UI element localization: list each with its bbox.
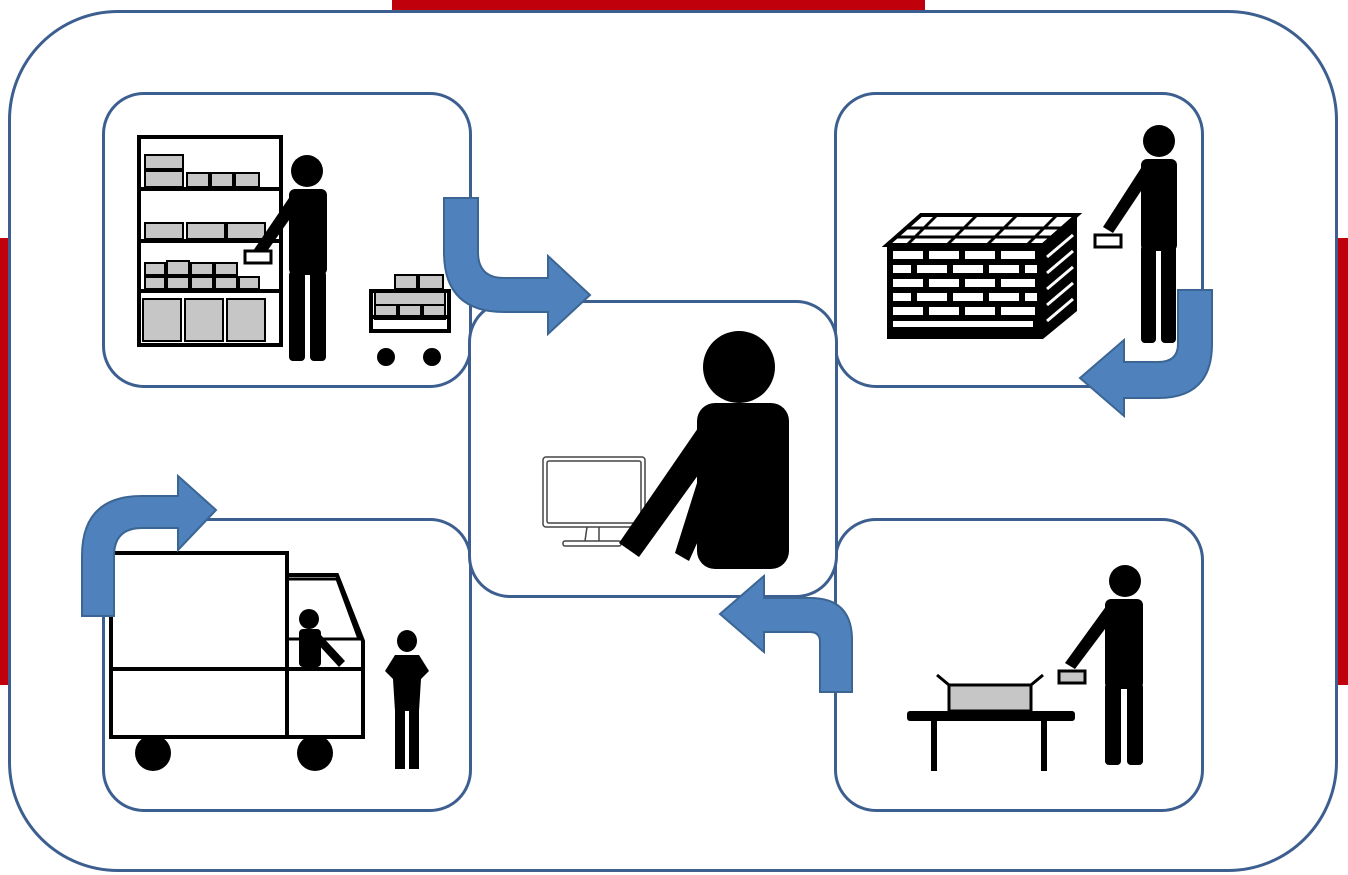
curved-arrow-up-right-icon (76, 470, 222, 620)
computer-operator-icon (471, 303, 835, 595)
curved-arrow-up-left-icon (710, 562, 860, 696)
panel-central (468, 300, 838, 598)
curved-arrow-left-icon (1074, 286, 1224, 422)
warehouse-picking-icon (105, 95, 469, 385)
panel-packing (834, 518, 1204, 812)
curved-arrow-right-icon (438, 194, 598, 344)
packing-table-icon (837, 521, 1201, 809)
panel-picking (102, 92, 472, 388)
